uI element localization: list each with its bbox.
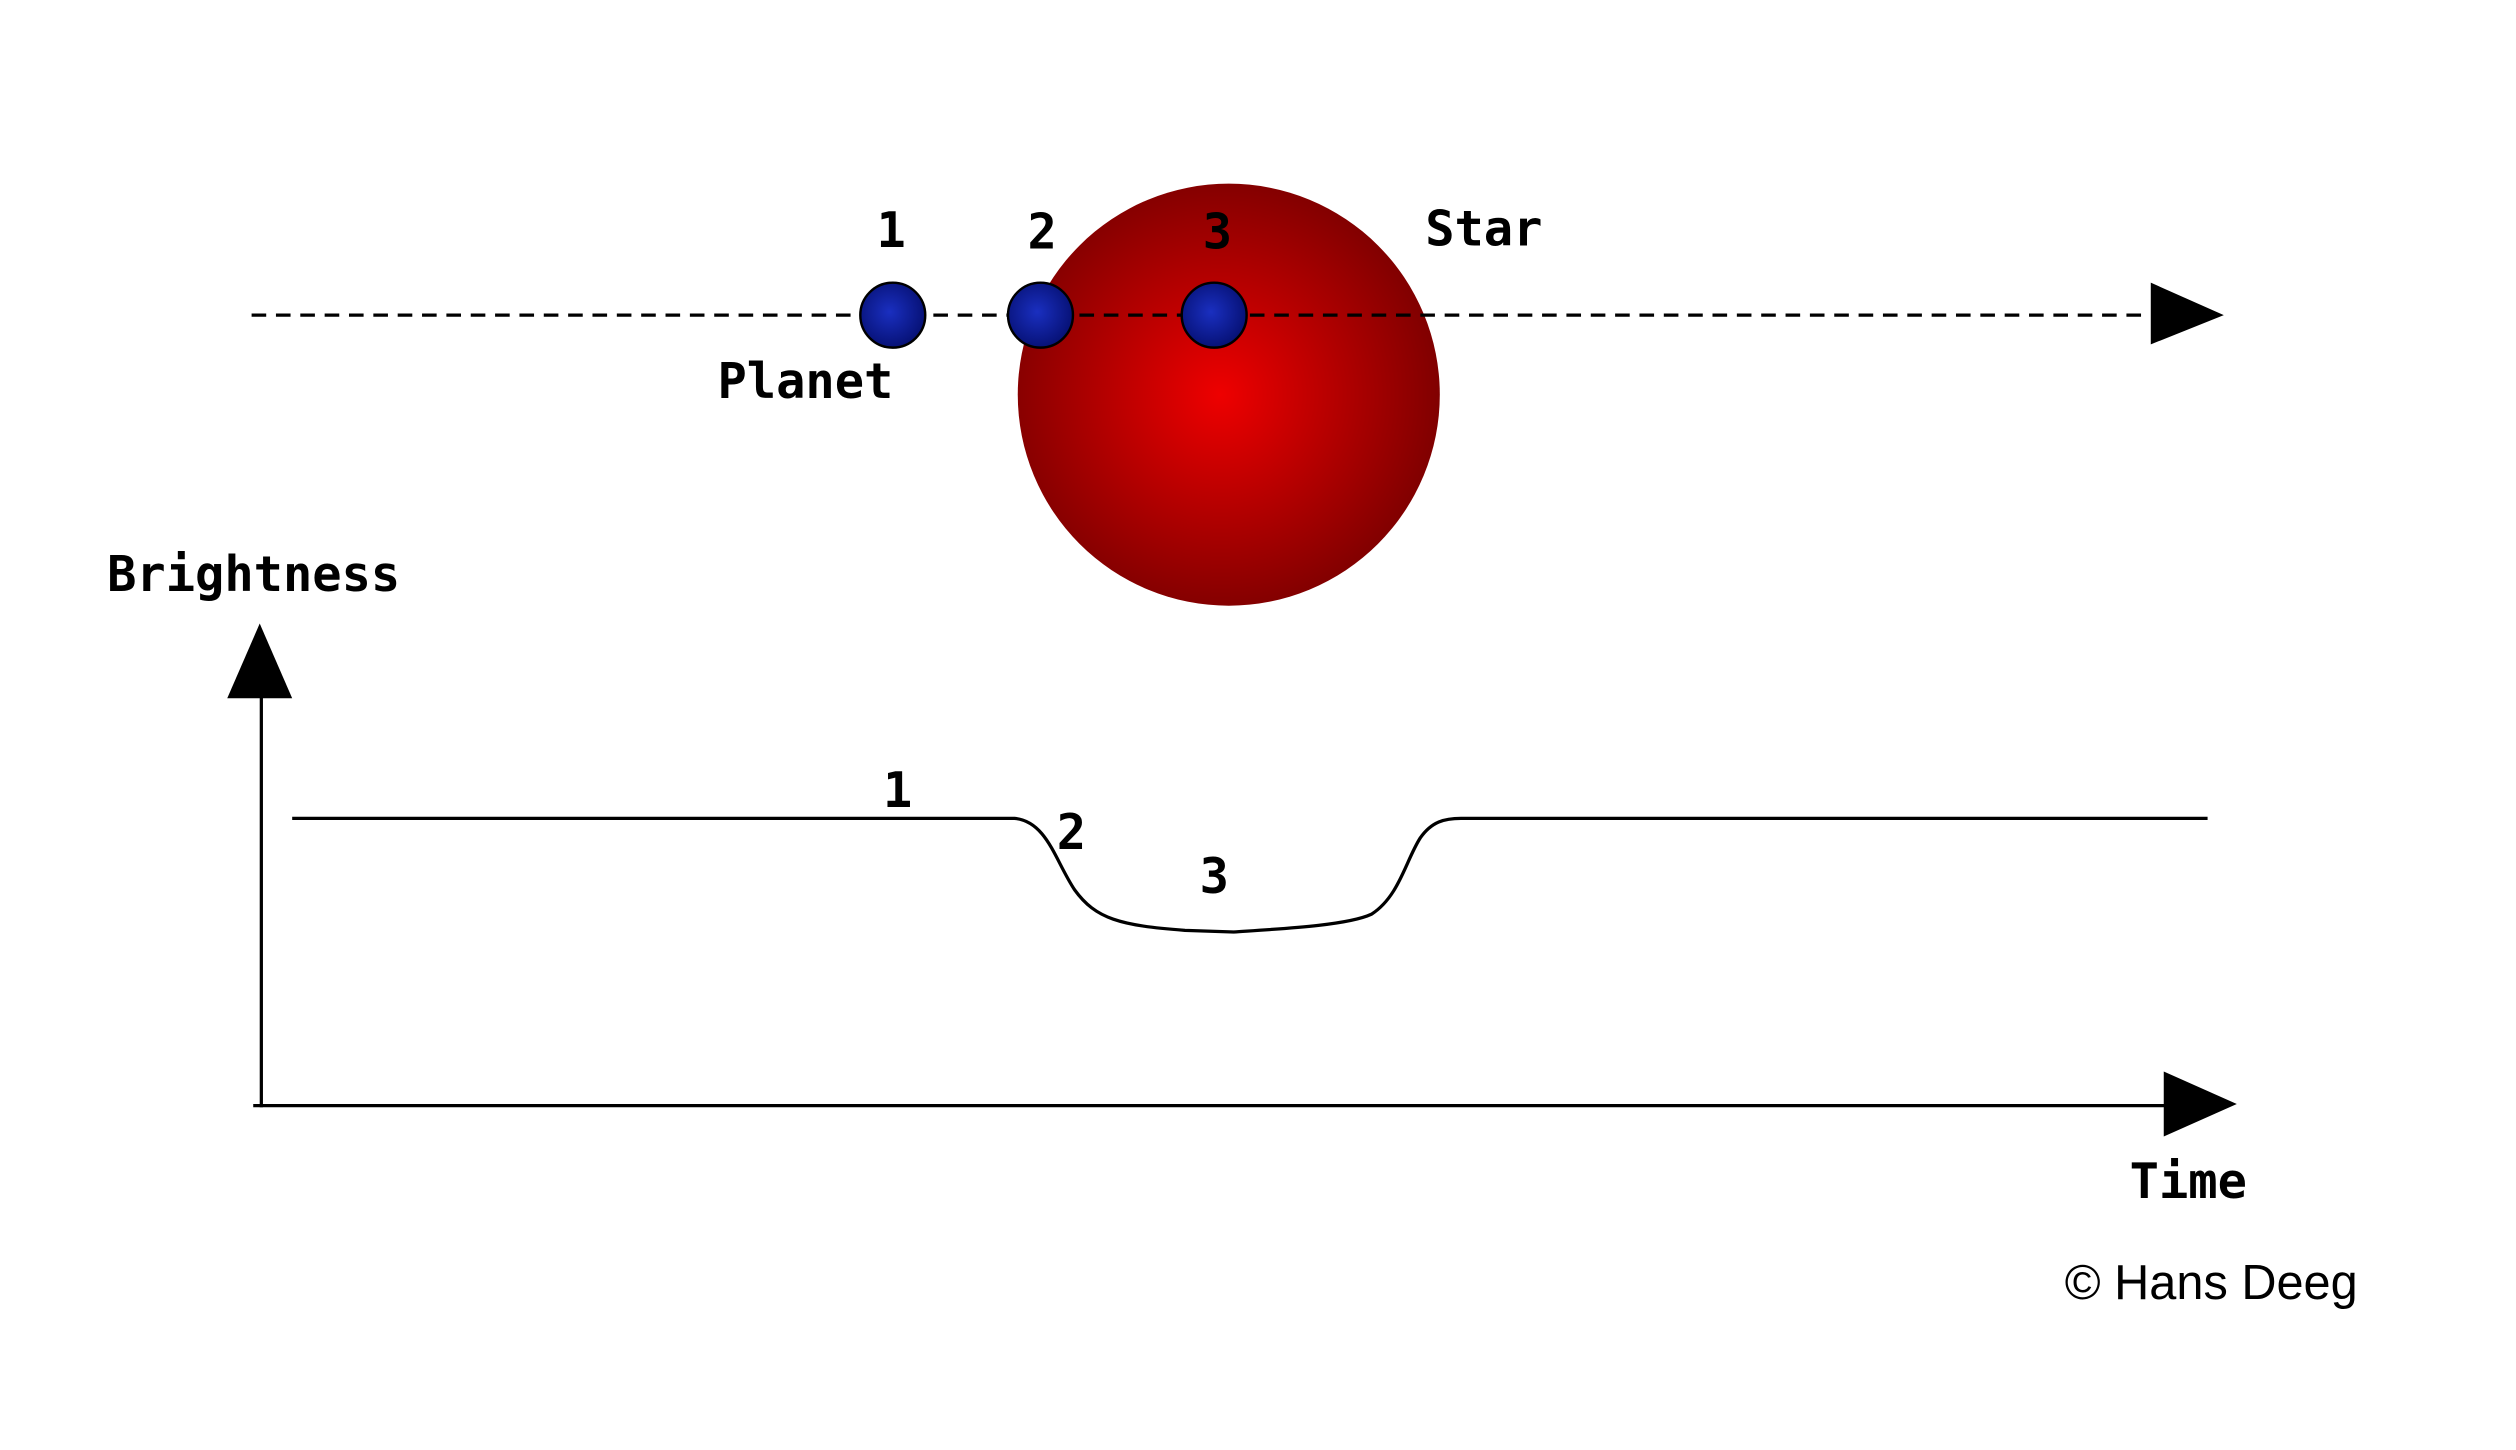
orbit-arrowhead-icon <box>2150 282 2224 345</box>
planet-position-2 <box>1006 281 1075 349</box>
orbit-label-2: 2 <box>1028 205 1057 261</box>
curve-label-3: 3 <box>1200 849 1229 905</box>
planet-label: Planet <box>717 354 893 410</box>
orbit-label-1: 1 <box>877 203 906 259</box>
star <box>1017 183 1440 606</box>
light-curve <box>292 816 2208 934</box>
star-label: Star <box>1425 201 1542 257</box>
y-axis-arrowhead-icon <box>227 623 293 699</box>
x-axis-arrowhead-icon <box>2163 1071 2237 1137</box>
orbit-label-3: 3 <box>1203 205 1232 261</box>
x-axis-label: Time <box>2130 1154 2247 1210</box>
copyright-credit: © Hans Deeg <box>2065 1256 2358 1310</box>
y-axis-label: Brightness <box>107 547 400 603</box>
curve-label-2: 2 <box>1057 805 1086 861</box>
curve-label-1: 1 <box>883 763 912 819</box>
planet-position-1 <box>859 281 927 349</box>
planet-position-3 <box>1180 281 1248 349</box>
